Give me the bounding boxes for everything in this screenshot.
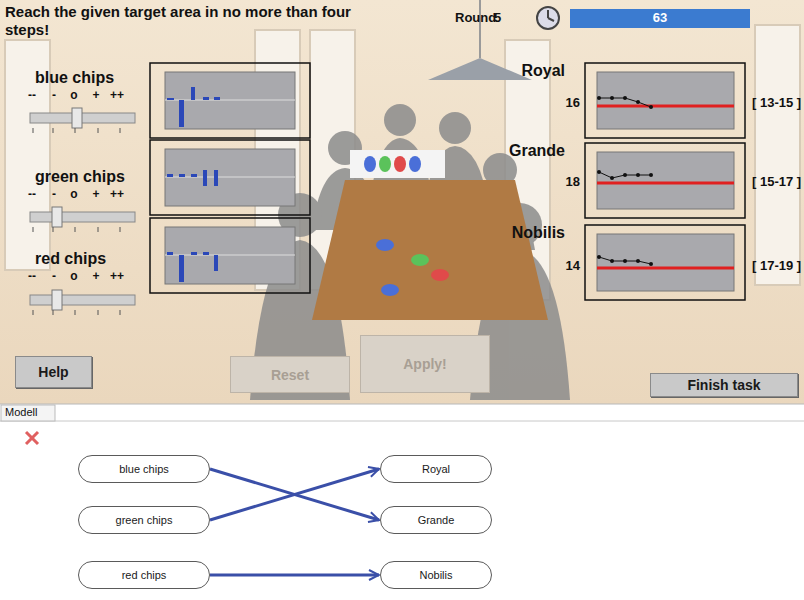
reset-button: Reset xyxy=(230,356,350,393)
task-instruction: Reach the given target area in no more t… xyxy=(5,3,390,39)
input-name: blue chips xyxy=(35,69,114,87)
model-panel xyxy=(0,404,804,600)
room-background xyxy=(0,0,804,404)
model-output-node: Nobilis xyxy=(380,561,492,589)
finish-button: Finish task xyxy=(650,373,798,397)
slider-tick-label: o xyxy=(70,270,77,283)
model-output-node: Royal xyxy=(380,455,492,483)
input-graphs xyxy=(150,63,310,293)
causal-arrow xyxy=(210,469,379,520)
slider-tick-label: o xyxy=(70,188,77,201)
target-range: [ 15-17 ] xyxy=(752,175,801,189)
slider-tick-label: ++ xyxy=(110,188,124,201)
button-label: Finish task xyxy=(687,377,760,393)
slider-tick-label: o xyxy=(70,89,77,102)
slider-tick-label: + xyxy=(92,188,99,201)
slider-tick-label: -- xyxy=(28,188,36,201)
tab-label: Modell xyxy=(5,406,37,418)
model-input-node: blue chips xyxy=(78,455,210,483)
slider-tick-label: - xyxy=(52,270,56,283)
output-name: Nobilis xyxy=(512,224,565,242)
lamp xyxy=(428,58,532,80)
node-label: green chips xyxy=(116,514,173,526)
target-range: [ 13-15 ] xyxy=(752,96,801,110)
target-range: [ 17-19 ] xyxy=(752,259,801,273)
round-label: Round xyxy=(455,11,496,25)
model-input-node: green chips xyxy=(78,506,210,534)
button-label: Apply! xyxy=(403,356,447,372)
slider-tick-label: + xyxy=(92,89,99,102)
slider-tick-label: -- xyxy=(28,89,36,102)
sliders xyxy=(30,108,135,315)
slider-tick-label: - xyxy=(52,89,56,102)
model-tab xyxy=(1,405,55,421)
node-label: Grande xyxy=(418,514,455,526)
button-label: Reset xyxy=(271,367,309,383)
round-number: 5 xyxy=(494,11,501,25)
output-graphs xyxy=(585,63,745,300)
node-label: Nobilis xyxy=(419,569,452,581)
node-label: red chips xyxy=(122,569,167,581)
node-label: Royal xyxy=(422,463,450,475)
chips xyxy=(364,156,449,296)
input-name: red chips xyxy=(35,250,106,268)
slider-tick-label: -- xyxy=(28,270,36,283)
clock-icon xyxy=(537,7,559,29)
output-value: 14 xyxy=(566,259,580,273)
button-label: Help xyxy=(38,364,68,380)
chip-tray xyxy=(350,150,445,178)
slider-tick-label: ++ xyxy=(110,89,124,102)
causal-arrow xyxy=(210,574,379,577)
timer-bar xyxy=(570,9,750,28)
slider-tick-label: ++ xyxy=(110,270,124,283)
output-name: Grande xyxy=(509,142,565,160)
delete-icon xyxy=(26,432,38,444)
apply-button: Apply! xyxy=(360,335,490,393)
help-button: Help xyxy=(15,356,92,388)
model-input-node: red chips xyxy=(78,561,210,589)
input-name: green chips xyxy=(35,168,125,186)
causal-arrow xyxy=(210,469,379,520)
slider-tick-label: - xyxy=(52,188,56,201)
model-output-node: Grande xyxy=(380,506,492,534)
node-label: blue chips xyxy=(119,463,169,475)
table xyxy=(312,180,548,320)
slider-tick-label: + xyxy=(92,270,99,283)
output-name: Royal xyxy=(521,62,565,80)
timer-value: 63 xyxy=(653,11,667,25)
output-value: 16 xyxy=(566,96,580,110)
lamp-cord xyxy=(479,0,481,58)
output-value: 18 xyxy=(566,175,580,189)
